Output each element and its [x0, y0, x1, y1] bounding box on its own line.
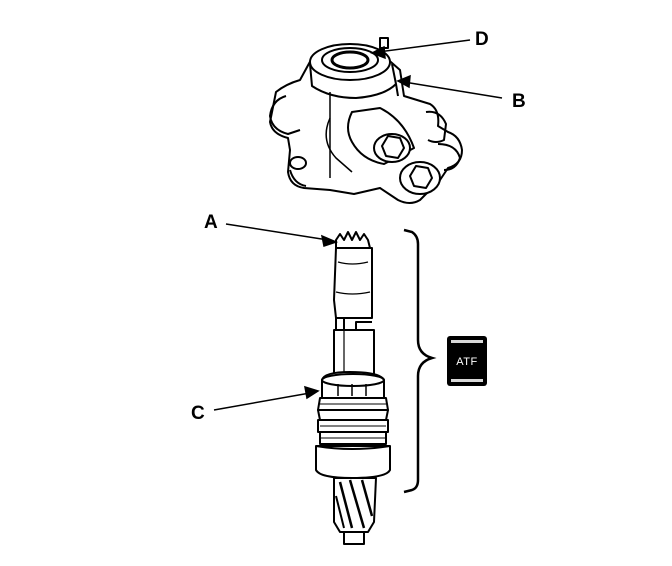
callout-d: D [475, 29, 489, 50]
arrowhead-b [396, 74, 411, 89]
leader-c [213, 392, 311, 411]
callout-b: B [512, 91, 526, 112]
leader-a [225, 223, 329, 241]
atf-badge-background [447, 336, 487, 386]
bracket [403, 228, 437, 494]
arrowhead-d [370, 45, 386, 60]
leader-lines [213, 39, 503, 411]
arrowhead-c [304, 385, 320, 400]
arrowhead-a [320, 234, 339, 247]
pinion-shaft [315, 231, 391, 545]
valve-housing [269, 37, 463, 204]
leader-b [403, 81, 503, 99]
leader-d [377, 39, 471, 53]
atf-badge: ATF [447, 336, 487, 386]
callout-a: A [204, 212, 218, 233]
callout-c: C [191, 403, 205, 424]
atf-badge-label: ATF [456, 356, 477, 368]
